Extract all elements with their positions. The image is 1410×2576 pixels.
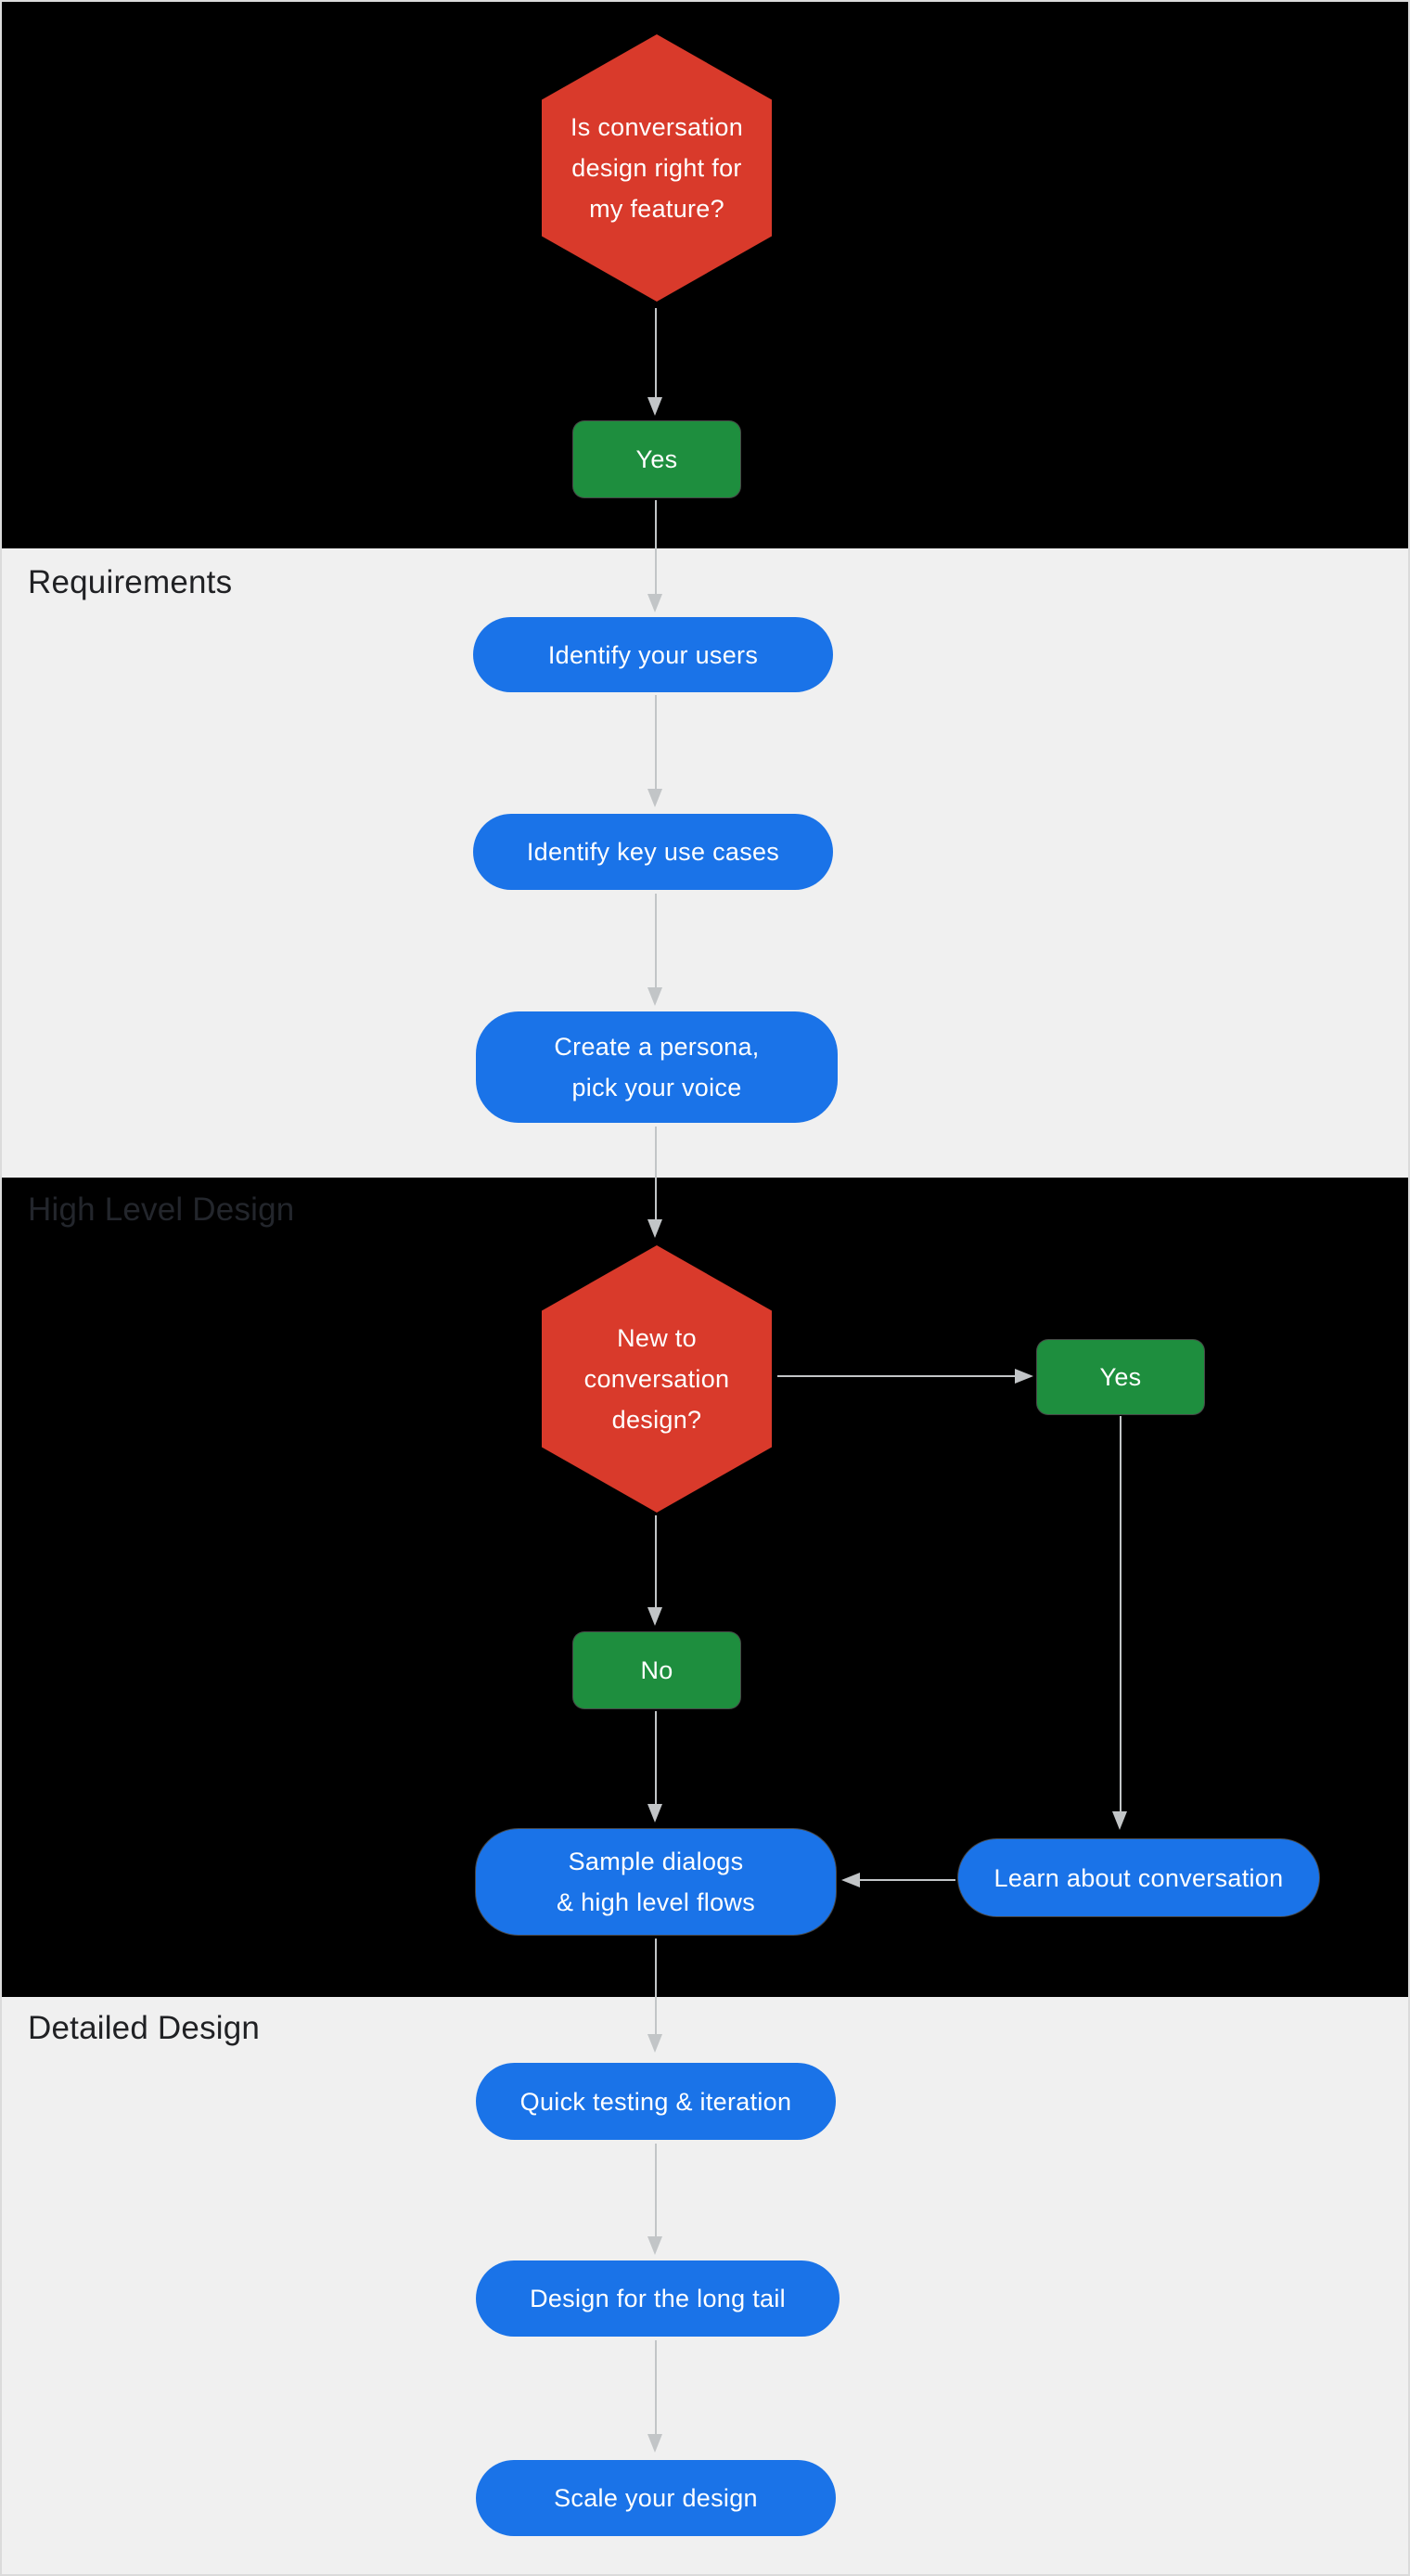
step-label: Scale your design [554, 2484, 758, 2512]
decision-text-line: design right for [571, 154, 742, 182]
arrow-head-hex1-to-yes [647, 397, 662, 416]
arrow-line-persona-to-hex2 [655, 1127, 657, 1219]
arrow-line-yes-to-identify-users [655, 500, 657, 594]
no-node-label: No [640, 1656, 673, 1684]
arrow-head-use-cases-to-persona [647, 987, 662, 1006]
step-learn-about-conversation: Learn about conversation [958, 1839, 1319, 1916]
arrow-line-hex2-to-no-branch [655, 1515, 657, 1607]
decision-text-line: New to [617, 1324, 697, 1352]
yes-node-branch: Yes [1037, 1340, 1204, 1414]
arrow-head-learn-to-sample-dialogs [841, 1873, 860, 1887]
arrow-line-users-to-use-cases [655, 695, 657, 789]
section-label-requirements: Requirements [28, 564, 233, 600]
arrow-line-learn-to-sample-dialogs [860, 1879, 955, 1881]
arrow-head-persona-to-hex2 [647, 1219, 662, 1238]
step-text-line: Sample dialogs [568, 1848, 744, 1875]
decision-text-line: my feature? [589, 195, 724, 223]
arrow-head-hex2-to-yes-branch [1015, 1369, 1033, 1384]
step-text-line: & high level flows [556, 1888, 755, 1916]
step-label: Identify your users [547, 640, 759, 669]
arrow-head-long-tail-to-scale [647, 2434, 662, 2453]
step-identify-key-use-cases: Identify key use cases [473, 814, 833, 890]
decision-text-line: design? [611, 1406, 702, 1434]
step-sample-dialogs-high-level-flows: Sample dialogs & high level flows [476, 1829, 836, 1935]
decision-text-line: conversation [583, 1365, 730, 1393]
decision-new-to-conversation-design: New to conversation design? [542, 1245, 772, 1513]
decision-is-conversation-design-right: Is conversation design right for my feat… [542, 34, 772, 302]
no-node-branch: No [573, 1632, 740, 1708]
arrow-line-sample-to-quick-testing [655, 1938, 657, 2034]
step-create-persona-pick-voice: Create a persona, pick your voice [476, 1011, 838, 1123]
arrow-head-no-to-sample-dialogs [647, 1804, 662, 1823]
decision-text-line: Is conversation [570, 113, 744, 141]
arrow-line-yes-branch-to-learn [1120, 1416, 1122, 1811]
yes-node-label: Yes [1099, 1363, 1142, 1391]
arrow-line-quick-to-long-tail [655, 2144, 657, 2236]
arrow-head-yes-to-identify-users [647, 594, 662, 612]
step-text-line: pick your voice [571, 1074, 742, 1101]
step-quick-testing-iteration: Quick testing & iteration [476, 2063, 836, 2140]
yes-node-label: Yes [635, 445, 678, 473]
step-label: Learn about conversation [993, 1863, 1284, 1892]
arrow-line-long-tail-to-scale [655, 2340, 657, 2434]
step-label: Design for the long tail [530, 2285, 786, 2312]
arrow-head-users-to-use-cases [647, 789, 662, 807]
step-design-for-long-tail: Design for the long tail [476, 2260, 840, 2337]
arrow-line-hex2-to-yes-branch [777, 1375, 1015, 1377]
section-label-high-level-design: High Level Design [28, 1191, 295, 1228]
step-text-line: Create a persona, [554, 1033, 760, 1061]
arrow-line-hex1-to-yes [655, 308, 657, 397]
step-label: Quick testing & iteration [519, 2087, 792, 2116]
section-label-detailed-design: Detailed Design [28, 2010, 261, 2046]
arrow-head-yes-branch-to-learn [1112, 1811, 1127, 1830]
arrow-line-no-to-sample-dialogs [655, 1711, 657, 1804]
arrow-line-use-cases-to-persona [655, 894, 657, 987]
step-label: Identify key use cases [526, 838, 780, 866]
arrow-head-sample-to-quick-testing [647, 2034, 662, 2053]
step-identify-your-users: Identify your users [473, 617, 833, 692]
yes-node-top: Yes [573, 421, 740, 497]
arrow-head-quick-to-long-tail [647, 2236, 662, 2255]
arrow-head-hex2-to-no-branch [647, 1607, 662, 1626]
step-scale-your-design: Scale your design [476, 2460, 836, 2536]
